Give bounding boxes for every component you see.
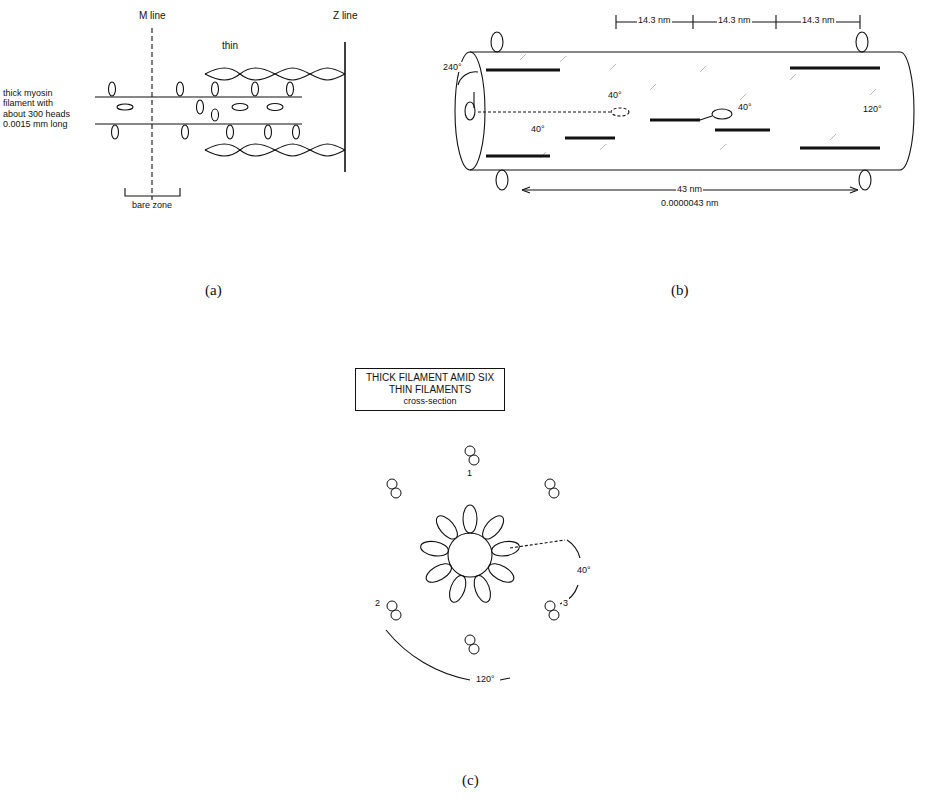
angle-label: 40° [576, 565, 592, 575]
dimension: 0.0000043 nm [660, 198, 720, 208]
myosin-head [419, 539, 449, 558]
line-label: M line [138, 10, 167, 22]
angle-label: 40° [737, 102, 753, 112]
panel-caption: (b) [670, 282, 690, 299]
myosin-head [486, 560, 517, 586]
angle-label: 240° [442, 62, 463, 72]
myosin-head [463, 505, 477, 533]
part-name: thick myosin filament with about 300 hea… [2, 88, 76, 129]
dimension: 14.3 nm [717, 15, 752, 25]
box-heading: THICK FILAMENT AMID SIX THIN FILAMENTS [363, 372, 497, 396]
box-subheading: cross-section [363, 396, 497, 407]
thick-filament-drawing [455, 15, 914, 193]
title-box: THICK FILAMENT AMID SIX THIN FILAMENTScr… [355, 368, 505, 411]
callout-number: 1 [466, 468, 473, 478]
callout-number: 2 [374, 598, 381, 608]
myosin-head [471, 573, 494, 604]
dimension: 43 nm [676, 184, 703, 194]
angle-label: 120° [862, 104, 883, 114]
callout-number: 3 [562, 598, 569, 608]
myosin-head [433, 512, 462, 542]
myosin-head [479, 512, 508, 542]
dimension: 14.3 nm [637, 15, 672, 25]
sarcomere-drawing [95, 28, 345, 200]
cross-section-drawing [386, 446, 580, 680]
myosin-head [423, 560, 454, 586]
angle-label: 40° [530, 124, 546, 134]
line-label: Z line [332, 10, 358, 22]
part-name: bare zone [131, 200, 173, 210]
myosin-head [490, 539, 520, 558]
angle-label: 40° [607, 90, 623, 100]
dimension: 14.3 nm [801, 15, 836, 25]
angle-label: 120° [475, 674, 496, 684]
panel-caption: (a) [204, 282, 223, 299]
myosin-head [446, 573, 469, 604]
panel-caption: (c) [461, 772, 480, 789]
part-name: thin [221, 40, 239, 52]
